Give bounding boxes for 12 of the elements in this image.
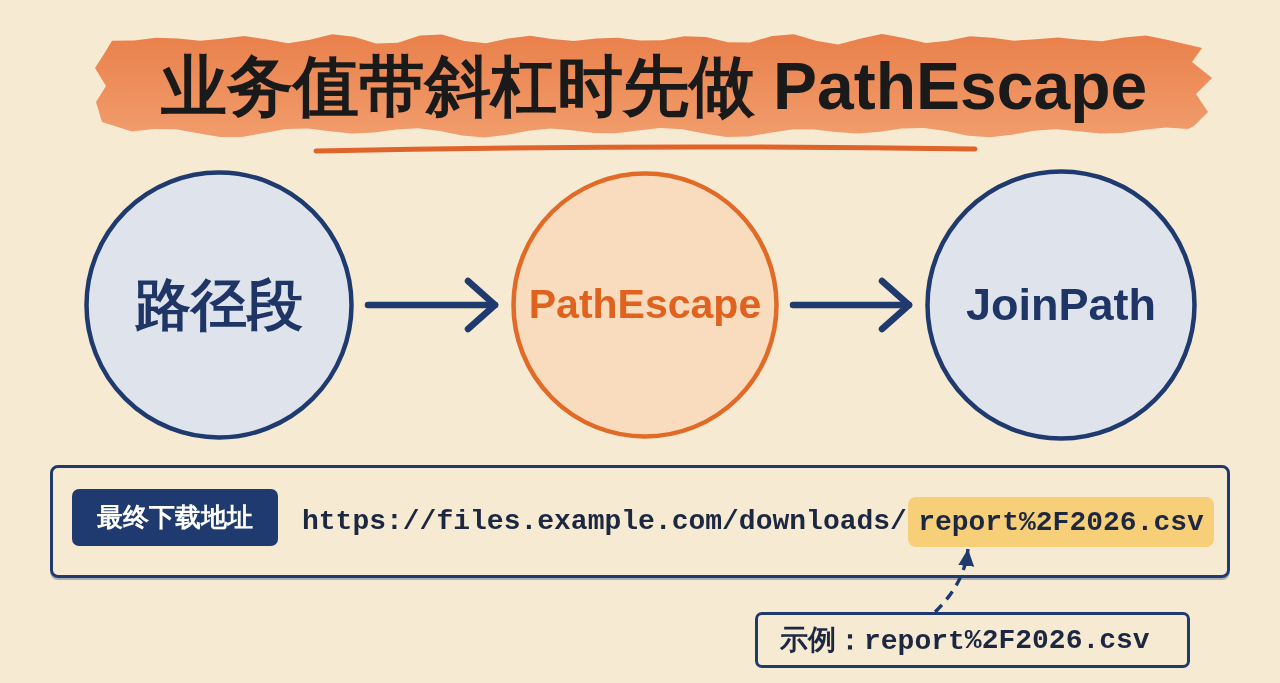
arrow (364, 277, 499, 333)
title: 业务值带斜杠时先做 PathEscape (94, 34, 1214, 138)
arrow (789, 277, 913, 333)
url-panel (50, 465, 1230, 578)
step-circle: JoinPath (925, 169, 1197, 441)
label-badge: 最终下载地址 (72, 489, 278, 546)
highlighted-filename: report%2F2026.csv (908, 497, 1214, 547)
leader-arrow (933, 548, 974, 614)
step-circle: PathEscape (511, 171, 779, 439)
step-circle: 路径段 (84, 170, 354, 440)
url-text: https://files.example.com/downloads/ (302, 505, 907, 539)
callout-box: 示例：report%2F2026.csv (755, 612, 1190, 668)
